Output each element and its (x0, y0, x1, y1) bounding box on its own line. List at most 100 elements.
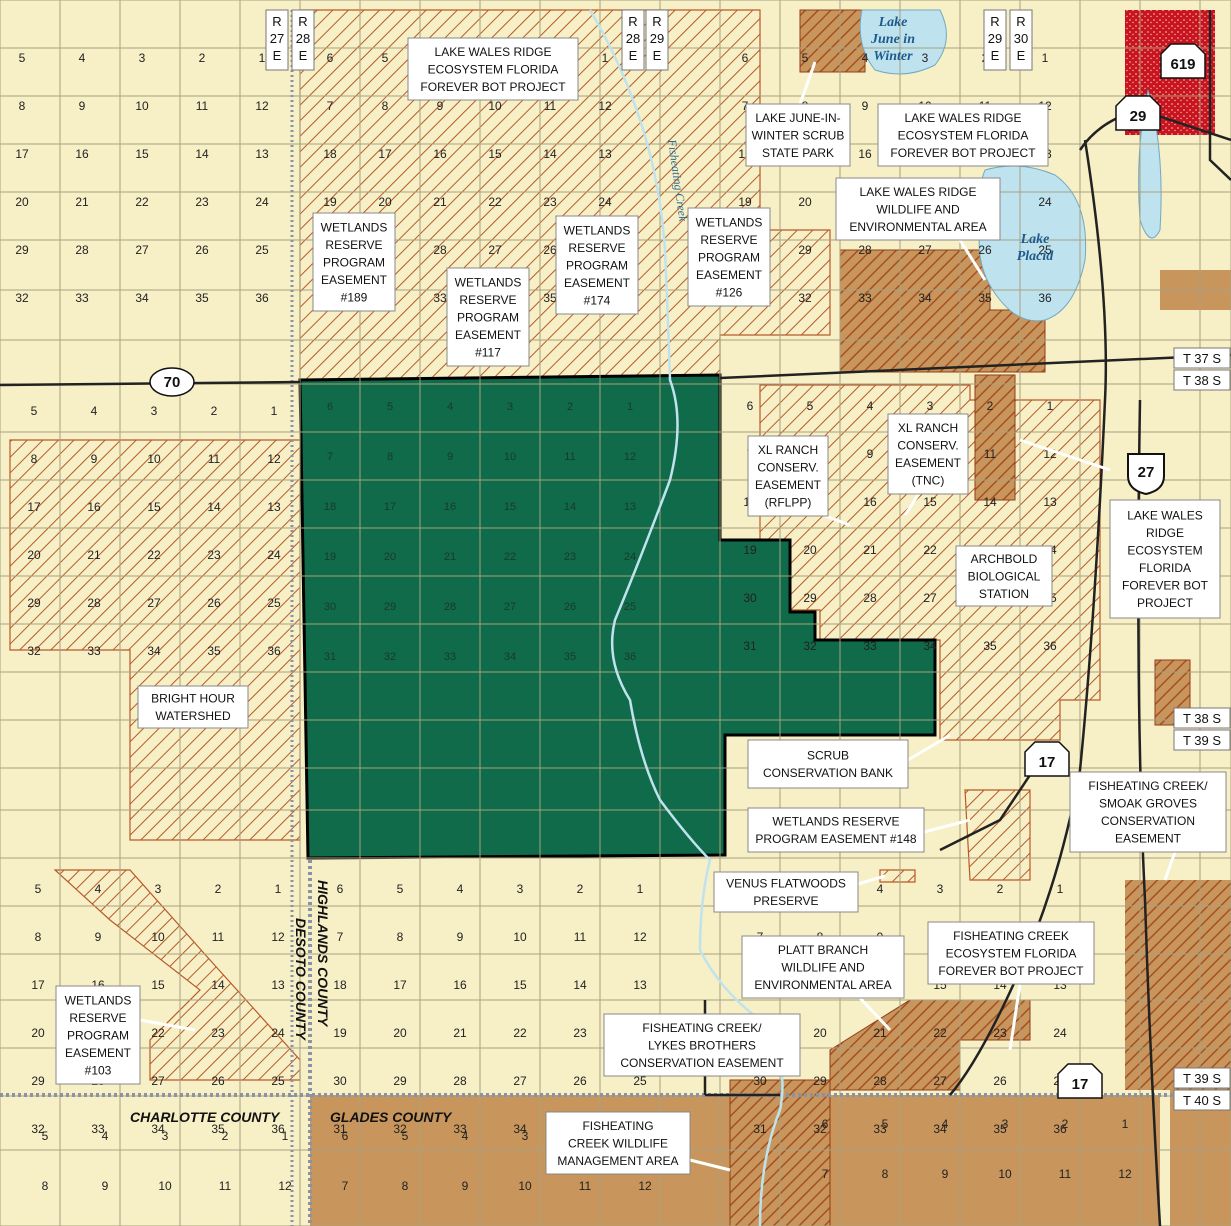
section-number: 19 (743, 543, 757, 557)
section-number: 2 (577, 882, 584, 896)
section-number: 1 (1057, 882, 1064, 896)
route-shield: 619 (1160, 43, 1206, 79)
section-number: 27 (151, 1074, 165, 1088)
section-number: 24 (598, 195, 612, 209)
section-number: 8 (402, 1179, 409, 1193)
section-number: 22 (135, 195, 149, 209)
county-label: HIGHLANDS COUNTY (315, 880, 331, 1028)
section-number: 12 (278, 1179, 292, 1193)
section-number: 33 (453, 1122, 467, 1136)
section-number: 9 (437, 99, 444, 113)
section-number: 12 (255, 99, 269, 113)
section-number: 35 (195, 291, 209, 305)
section-number: 7 (327, 99, 334, 113)
section-number: 20 (393, 1026, 407, 1040)
section-number: 8 (382, 99, 389, 113)
section-number: 5 (382, 51, 389, 65)
callout-text: RESERVE (69, 1011, 126, 1025)
section-number: 23 (207, 548, 221, 562)
callout-text: ECOSYSTEM FLORIDA (898, 128, 1029, 142)
svg-text:E: E (653, 48, 662, 63)
section-number: 25 (633, 1074, 647, 1088)
callout-text: WILDLIFE AND (876, 202, 960, 216)
section-number: 32 (393, 1122, 407, 1136)
section-number: 20 (27, 548, 41, 562)
section-number: 1 (637, 882, 644, 896)
callout-text: WILDLIFE AND (781, 960, 865, 974)
callout-text: #174 (584, 293, 611, 307)
svg-text:T 38 S: T 38 S (1183, 373, 1221, 388)
section-number: 16 (75, 147, 89, 161)
state-lands (729, 9, 1191, 1226)
section-number: 11 (579, 1179, 592, 1193)
callout-text: LYKES BROTHERS (648, 1038, 756, 1052)
section-number: 18 (323, 147, 337, 161)
callout-text: FISHEATING CREEK/ (642, 1021, 762, 1035)
section-number: 23 (573, 1026, 587, 1040)
section-number: 11 (212, 930, 225, 944)
section-number: 33 (75, 291, 89, 305)
section-number: 4 (457, 882, 464, 896)
callout-text: WINTER SCRUB (752, 128, 845, 142)
section-number: 29 (15, 243, 29, 257)
section-number: 15 (488, 147, 502, 161)
svg-text:28: 28 (626, 31, 640, 46)
section-number: 28 (873, 1074, 887, 1088)
svg-text:R: R (298, 14, 307, 29)
section-number: 36 (267, 644, 281, 658)
section-number: 21 (453, 1026, 467, 1040)
section-number: 31 (333, 1122, 347, 1136)
section-number: 8 (397, 930, 404, 944)
route-shield: 17 (1024, 741, 1070, 777)
section-number: 21 (75, 195, 89, 209)
section-number: 8 (19, 99, 26, 113)
section-number: 6 (742, 51, 749, 65)
section-number: 34 (513, 1122, 527, 1136)
section-number: 17 (27, 500, 41, 514)
section-number: 3 (139, 51, 146, 65)
section-number: 6 (342, 1129, 349, 1143)
section-number: 5 (402, 1129, 409, 1143)
callout-text: CREEK WILDLIFE (568, 1136, 668, 1150)
section-number: 3 (162, 1129, 169, 1143)
section-number: 8 (42, 1179, 49, 1193)
township-label: T 37 S (1173, 347, 1231, 369)
section-number: 32 (31, 1122, 45, 1136)
callout-text: LAKE WALES RIDGE (860, 185, 977, 199)
section-number: 21 (873, 1026, 887, 1040)
section-number: 5 (387, 401, 393, 413)
callout-text: EASEMENT (564, 276, 631, 290)
section-number: 22 (504, 551, 516, 563)
section-number: 29 (803, 591, 817, 605)
section-number: 27 (923, 591, 937, 605)
section-number: 33 (863, 639, 877, 653)
section-number: 13 (255, 147, 269, 161)
section-number: 29 (813, 1074, 827, 1088)
section-number: 33 (87, 644, 101, 658)
section-number: 6 (327, 401, 333, 413)
section-number: 15 (923, 495, 937, 509)
svg-text:R: R (272, 14, 281, 29)
section-number: 34 (918, 291, 932, 305)
section-number: 14 (564, 501, 576, 513)
section-number: 7 (822, 1167, 829, 1181)
section-number: 4 (867, 399, 874, 413)
section-number: 30 (743, 591, 757, 605)
section-number: 32 (27, 644, 41, 658)
section-number: 36 (1053, 1122, 1067, 1136)
svg-text:29: 29 (650, 31, 664, 46)
section-number: 16 (863, 495, 877, 509)
callout-text: #126 (716, 285, 743, 299)
section-number: 6 (747, 399, 754, 413)
section-number: 8 (31, 452, 38, 466)
section-number: 23 (543, 195, 557, 209)
callout-text: WETLANDS (455, 275, 522, 289)
callout-text: FOREVER BOT PROJECT (938, 964, 1084, 978)
